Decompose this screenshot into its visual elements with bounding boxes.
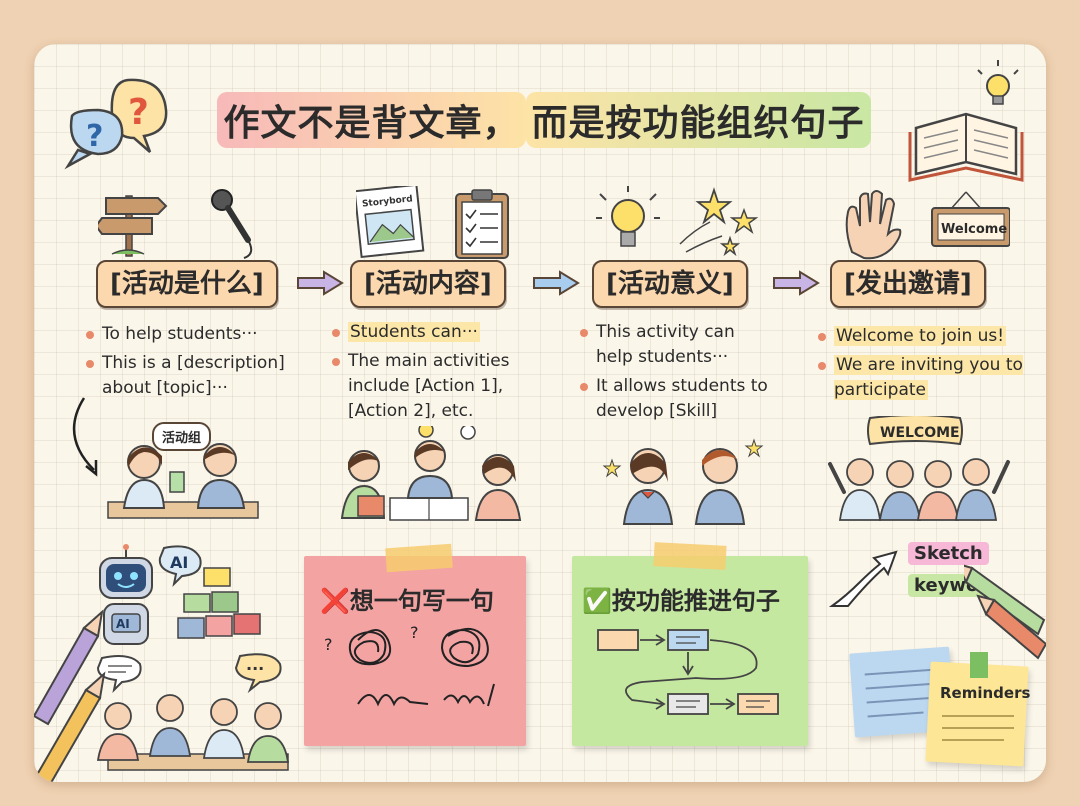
reminder-lines [942, 715, 1014, 741]
microphone-icon [211, 189, 253, 259]
curved-arrow-icon [72, 397, 98, 477]
pencil-icon [964, 564, 1046, 660]
highlight-text: Welcome to join us! [834, 326, 1007, 346]
step2-bullets: Students can··· The main activities incl… [332, 320, 542, 428]
bullet-item: Welcome to join us! [818, 324, 1028, 349]
step-what-is-activity: [活动是什么] [96, 260, 278, 308]
students-talking-illustration [107, 443, 259, 519]
svg-text:?: ? [128, 92, 149, 133]
svg-text:?: ? [410, 623, 419, 642]
bullet-item: It allows students to develop [Skill] [580, 374, 776, 424]
svg-text:?: ? [86, 119, 103, 154]
sketch-label: Sketch [908, 542, 989, 565]
step3-bullets: This activity can help students··· It al… [580, 320, 776, 428]
hand-wave-icon: Welcome [845, 190, 1010, 260]
bullet-item: We are inviting you to participate [818, 353, 1028, 403]
group-bubble: 活动组 [152, 422, 212, 451]
bad-note-text: 想一句写一句 [349, 587, 494, 615]
good-note-text: 按功能推进句子 [611, 587, 780, 615]
reminders-label: Reminders [940, 684, 1031, 702]
highlight-text: Students can··· [348, 322, 480, 342]
bullet-item: Students can··· [332, 320, 542, 345]
tape [653, 542, 727, 570]
svg-text:?: ? [324, 635, 333, 654]
highlight-text: We are inviting you to participate [834, 355, 1023, 400]
step1-bullets: To help students··· This is a [descripti… [86, 322, 316, 405]
welcome-group-illustration: WELCOME [828, 416, 1010, 521]
group-discussion-illustration: ··· [96, 653, 290, 771]
flow-diagram [597, 629, 779, 715]
check-mark-icon: ✅ [582, 587, 612, 615]
sticky-note-bad [304, 556, 526, 746]
bullet-item: The main activities include [Action 1], … [332, 349, 542, 424]
title-part1: 作文不是背文章， [217, 92, 526, 148]
happy-students-illustration [602, 438, 764, 525]
bad-note-heading: ❌想一句写一句 [320, 581, 494, 616]
arrow-right-icon [533, 270, 580, 296]
lightbulb-icon [977, 60, 1019, 105]
tape [385, 543, 453, 573]
note-clip [970, 652, 988, 678]
arrow-right-icon [297, 270, 344, 296]
page-title: 作文不是背文章，而是按功能组织句子 [184, 92, 904, 148]
step-invitation: [发出邀请] [830, 260, 986, 308]
question-bubble-icon: ? ? [64, 78, 168, 170]
cross-mark-icon: ❌ [320, 587, 350, 615]
ai-bubble-text: AI [170, 553, 188, 572]
welcome-banner-text: WELCOME [880, 425, 960, 441]
bullet-item: This activity can help students··· [580, 320, 776, 370]
blue-note [849, 646, 955, 738]
robot-ai-label: AI [116, 617, 130, 631]
step4-bullets: Welcome to join us! We are inviting you … [818, 324, 1028, 407]
lightbulb-icon [596, 186, 660, 247]
arrow-right-icon [773, 270, 820, 296]
scribble-icon: ? ? [324, 623, 495, 707]
note-lines [864, 668, 936, 718]
bullet-item: To help students··· [86, 322, 316, 347]
students-working-illustration [340, 426, 522, 521]
bullet-item: This is a [description] about [topic]··· [86, 351, 316, 401]
title-part2: 而是按功能组织句子 [525, 92, 871, 148]
step-activity-content: [活动内容] [350, 260, 506, 308]
welcome-sign-text: Welcome [941, 222, 1007, 237]
clipboard-icon [455, 189, 509, 259]
pencil-icon [34, 609, 106, 782]
open-book-icon [908, 60, 1024, 182]
step-activity-meaning: [活动意义] [592, 260, 748, 308]
good-note-heading: ✅按功能推进句子 [582, 581, 780, 616]
robot-icon: AI AI [99, 544, 261, 645]
chat-dots: ··· [246, 659, 264, 678]
curved-arrow-icon [828, 550, 898, 607]
storyboard-icon: Storybord [356, 186, 509, 259]
stars-icon [596, 186, 759, 257]
signpost-icon [98, 189, 253, 259]
board: ? ? 作文不是背文章，而是按功能组织句子 [活动是什么] [34, 44, 1046, 782]
